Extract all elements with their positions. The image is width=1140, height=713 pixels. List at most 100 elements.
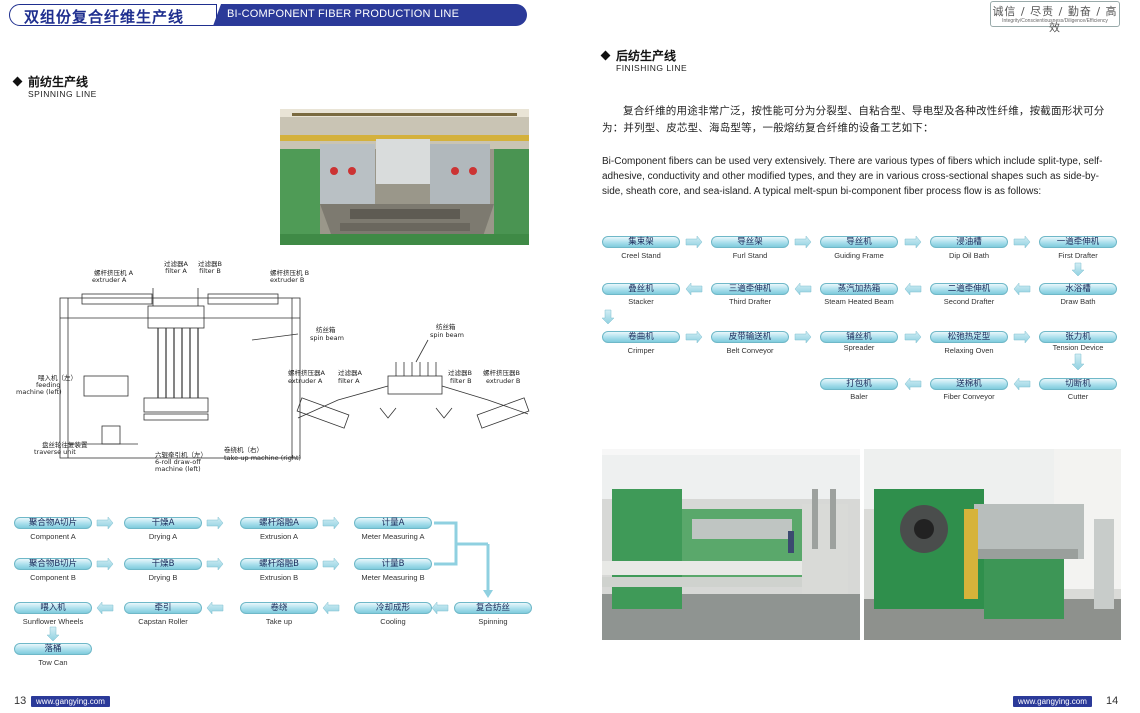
label-spin-beam-en: spin beam — [310, 334, 344, 342]
spin-step-label: Drying B — [148, 573, 178, 582]
spin-step-label: Component B — [30, 573, 76, 582]
label-ext-b2-cn: 螺杆挤压器B — [483, 369, 520, 377]
spin-step-label: Meter Measuring B — [361, 573, 425, 582]
label-filter-a-cn: 过滤器A — [164, 260, 188, 268]
motto-badge: 诚信 / 尽责 / 勤奋 / 高效 Integrity/Conscientiou… — [990, 1, 1120, 34]
finish-step-cutter: 切断机 — [1039, 378, 1117, 390]
finishing-intro-cn: 复合纤维的用途非常广泛，按性能可分为分裂型、自粘合型、导电型及各种改性纤维，按截… — [602, 105, 1105, 134]
finish-step-label: Steam Heated Beam — [824, 297, 894, 306]
label-drawoff-en2: machine (left) — [155, 465, 201, 473]
finish-step-label: Third Drafter — [728, 297, 772, 306]
page-number-left: 13 — [14, 695, 27, 707]
finish-step-relaxing-oven: 松弛热定型 — [930, 331, 1008, 343]
finish-step-label: Fiber Conveyor — [943, 392, 995, 401]
diamond-bullet-icon — [12, 76, 23, 87]
spinning-title: 前纺生产线 — [12, 73, 88, 90]
label-extruder-a-en: extruder A — [92, 276, 127, 284]
finish-step-baler: 打包机 — [820, 378, 898, 390]
label-spin-beam-cn: 纺丝箱 — [316, 326, 336, 334]
finish-step-label: Draw Bath — [1060, 297, 1096, 306]
finish-step-label: Second Drafter — [943, 297, 995, 306]
finish-step-label: Creel Stand — [621, 251, 661, 260]
finish-step-label: Baler — [850, 392, 868, 401]
label-feeding-en1: feeding — [36, 381, 61, 389]
spin-step-label: Tow Can — [38, 658, 68, 667]
label-traverse-en: traverse unit — [34, 448, 76, 456]
finish-step-label: Cutter — [1067, 392, 1089, 401]
motto-en: Integrity/Conscientiousness/Diligence/Ef… — [1002, 18, 1108, 24]
spin-step-label: Extrusion A — [260, 532, 298, 541]
spin-step-label: Drying A — [148, 532, 178, 541]
motto-cn: 诚信 / 尽责 / 勤奋 / 高效 — [992, 5, 1118, 34]
finishing-intro-en: Bi-Component fibers can be used very ext… — [602, 156, 1103, 197]
finish-step-label: Furl Stand — [732, 251, 768, 260]
finish-step-dip-oil-bath: 浸油槽 — [930, 236, 1008, 248]
finish-step-crimper: 卷曲机 — [602, 331, 680, 343]
finish-step-label: First Drafter — [1058, 251, 1098, 260]
finish-step-creel-stand: 集束架 — [602, 236, 680, 248]
label-spin-beam2-cn: 纺丝箱 — [436, 323, 456, 331]
spin-step-capstan-roller: 牵引 — [124, 602, 202, 614]
finishing-line-photo-2 — [864, 449, 1121, 640]
spin-step-drying-a: 干燥A — [124, 517, 202, 529]
finish-step-fiber-conveyor: 送棉机 — [930, 378, 1008, 390]
page-number-right: 14 — [1106, 695, 1119, 707]
finish-step-label: Belt Conveyor — [726, 346, 774, 355]
label-ext-b2-en: extruder B — [486, 377, 521, 385]
finish-step-label: Dip Oil Bath — [948, 251, 990, 260]
label-feeding-cn: 喂入机（左） — [38, 374, 77, 382]
page-title-en: BI-COMPONENT FIBER PRODUCTION LINE — [227, 8, 460, 20]
finish-step-label: Guiding Frame — [834, 251, 884, 260]
spin-step-extrusion-b: 螺杆熔融B — [240, 558, 318, 570]
label-takeup-en: take-up machine (right) — [224, 454, 302, 462]
spin-step-sunflower-wheels: 喂入机 — [14, 602, 92, 614]
finish-step-draw-bath: 水浴槽 — [1039, 283, 1117, 295]
spin-step-label: Take up — [265, 617, 293, 626]
website-link-left[interactable]: www.gangying.com — [31, 696, 110, 707]
finish-step-belt-conveyor: 皮带输送机 — [711, 331, 789, 343]
diamond-bullet-icon — [600, 50, 611, 61]
finish-step-third-drafter: 三道牵伸机 — [711, 283, 789, 295]
label-ext-a2-en: extruder A — [288, 377, 323, 385]
spin-step-label: Meter Measuring A — [361, 532, 425, 541]
page-title-en-band: BI-COMPONENT FIBER PRODUCTION LINE — [213, 4, 527, 26]
finish-step-steam-heated-beam: 蒸汽加热箱 — [820, 283, 898, 295]
spin-step-label: Capstan Roller — [138, 617, 188, 626]
finish-step-stacker: 叠丝机 — [602, 283, 680, 295]
label-spin-beam2-en: spin beam — [430, 331, 464, 339]
label-traverse-cn: 盘丝轮往复装置 — [42, 441, 88, 449]
label-flt-a2-en: filter A — [338, 377, 360, 385]
finish-step-first-drafter: 一道牵伸机 — [1039, 236, 1117, 248]
label-feeding-en2: machine (left) — [16, 388, 62, 396]
spin-step-label: Component A — [30, 532, 76, 541]
finish-step-spreader: 铺丝机 — [820, 331, 898, 343]
spin-step-label: Sunflower Wheels — [22, 617, 84, 626]
label-filter-b-cn: 过滤器B — [198, 260, 222, 268]
finish-step-label: Tension Device — [1052, 343, 1104, 352]
spin-step-component-b: 聚合物B切片 — [14, 558, 92, 570]
finish-flow-arrows — [601, 235, 1085, 391]
label-flt-a2-cn: 过滤器A — [338, 369, 362, 377]
label-extruder-b-cn: 螺杆挤压机 B — [270, 269, 310, 277]
finishing-line-photo-1 — [602, 449, 860, 640]
spin-step-tow-can: 落桶 — [14, 643, 92, 655]
spin-step-extrusion-a: 螺杆熔融A — [240, 517, 318, 529]
finishing-subtitle: FINISHING LINE — [616, 63, 688, 73]
finish-step-label: Relaxing Oven — [944, 346, 994, 355]
finish-step-label: Stacker — [628, 297, 654, 306]
finish-step-furl-stand: 导丝架 — [711, 236, 789, 248]
label-flt-b2-en: filter B — [450, 377, 472, 385]
page-title-cn-frame: 双组份复合纤维生产线 — [9, 4, 217, 26]
label-drawoff-cn: 六辊牵引机（左） — [155, 451, 207, 459]
label-drawoff-en1: 6-roll draw-off — [155, 458, 201, 466]
page-title-cn: 双组份复合纤维生产线 — [24, 8, 185, 26]
spinning-line-diagram — [8, 258, 540, 480]
spin-step-take-up: 卷绕 — [240, 602, 318, 614]
label-flt-b2-cn: 过滤器B — [448, 369, 472, 377]
label-takeup-cn: 卷绕机（右） — [224, 446, 263, 454]
website-link-right[interactable]: www.gangying.com — [1013, 696, 1092, 707]
spin-step-cooling: 冷却成形 — [354, 602, 432, 614]
spinning-subtitle: SPINNING LINE — [28, 89, 97, 99]
finishing-title: 后纺生产线 — [600, 47, 676, 64]
label-extruder-a-cn: 螺杆挤压机 A — [94, 269, 134, 277]
